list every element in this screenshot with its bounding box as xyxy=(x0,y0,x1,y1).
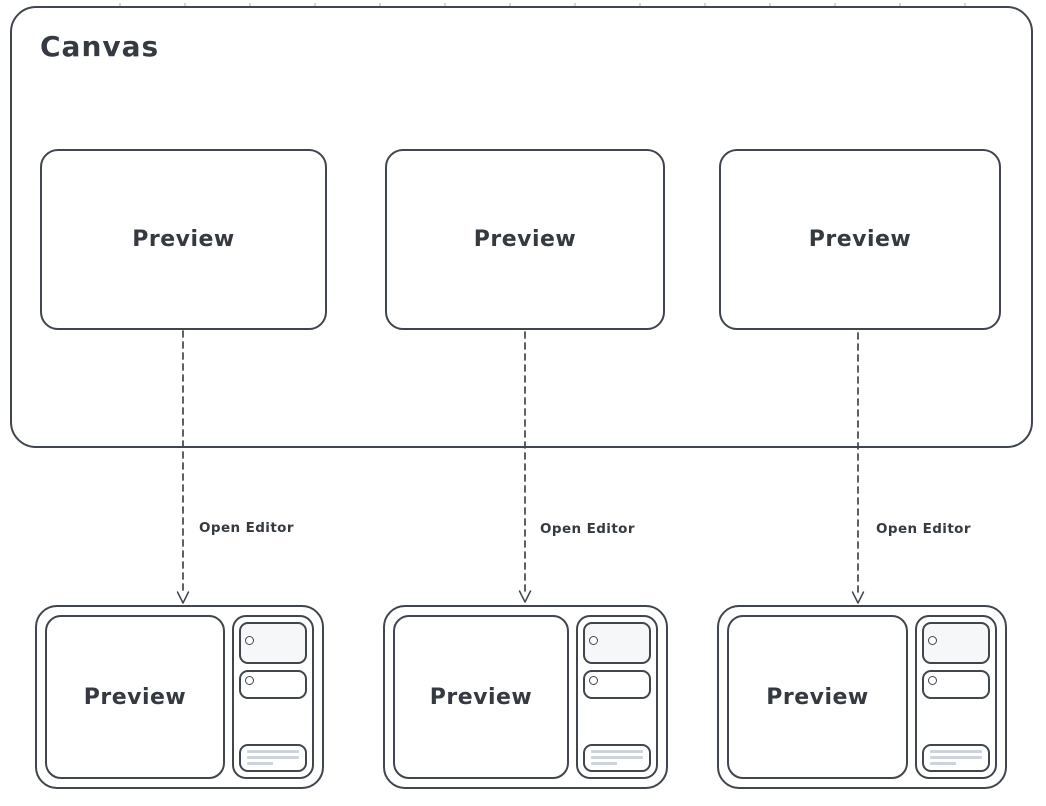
editor-window-1: Preview xyxy=(35,605,324,789)
connector-label-2: Open Editor xyxy=(540,521,635,537)
skeleton-line xyxy=(591,756,643,759)
canvas-preview-card-1: Preview xyxy=(40,149,327,330)
skeleton-line xyxy=(591,750,643,753)
editor-preview-panel: Preview xyxy=(45,615,225,779)
sidebar-card xyxy=(239,670,307,699)
sidebar-spacer xyxy=(583,705,651,738)
connector-label-1: Open Editor xyxy=(199,520,294,536)
editor-window-3: Preview xyxy=(717,605,1007,789)
editor-sidebar xyxy=(232,615,314,779)
sidebar-card-highlighted xyxy=(239,622,307,664)
preview-label: Preview xyxy=(132,227,235,252)
sidebar-card xyxy=(922,670,990,699)
sidebar-card xyxy=(583,670,651,699)
preview-label: Preview xyxy=(473,227,577,252)
connector-label-3: Open Editor xyxy=(876,521,971,537)
editor-preview-label: Preview xyxy=(766,684,869,710)
canvas-preview-card-2: Preview xyxy=(385,149,665,330)
editor-sidebar xyxy=(576,615,658,779)
canvas-container: Canvas Preview Preview Preview xyxy=(10,6,1033,448)
editor-preview-label: Preview xyxy=(429,684,533,710)
circle-icon xyxy=(589,676,598,685)
editor-preview-panel: Preview xyxy=(393,615,569,779)
editor-sidebar xyxy=(915,615,997,779)
canvas-preview-card-3: Preview xyxy=(719,149,1001,330)
editor-preview-label: Preview xyxy=(83,684,187,710)
circle-icon xyxy=(245,636,254,645)
skeleton-line xyxy=(930,750,982,753)
skeleton-line xyxy=(247,750,299,753)
preview-label: Preview xyxy=(808,227,912,252)
circle-icon xyxy=(928,676,937,685)
sidebar-card-highlighted xyxy=(922,622,990,664)
sidebar-text-card xyxy=(922,744,990,772)
skeleton-line xyxy=(247,756,299,759)
editor-window-2: Preview xyxy=(383,605,668,789)
sidebar-spacer xyxy=(922,705,990,738)
sidebar-spacer xyxy=(239,705,307,738)
sidebar-card-highlighted xyxy=(583,622,651,664)
sidebar-text-card xyxy=(583,744,651,772)
circle-icon xyxy=(928,636,937,645)
skeleton-line xyxy=(930,762,956,765)
skeleton-line xyxy=(591,762,617,765)
sidebar-text-card xyxy=(239,744,307,772)
canvas-title: Canvas xyxy=(40,30,160,63)
circle-icon xyxy=(589,636,598,645)
skeleton-line xyxy=(247,762,273,765)
circle-icon xyxy=(245,676,254,685)
editor-preview-panel: Preview xyxy=(727,615,908,779)
skeleton-line xyxy=(930,756,982,759)
